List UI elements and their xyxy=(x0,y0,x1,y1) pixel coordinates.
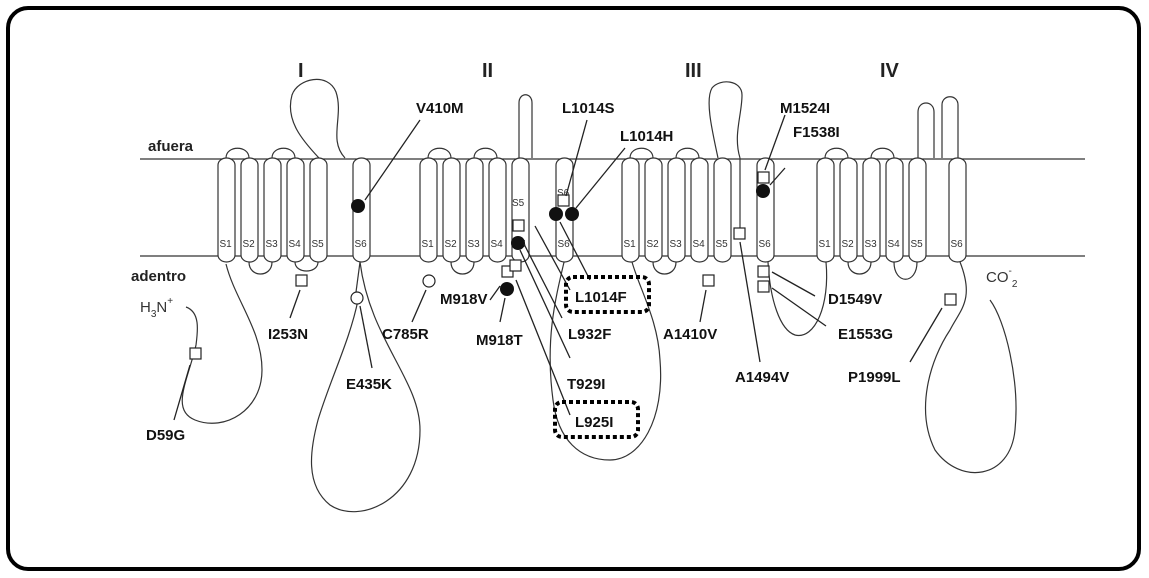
domain1-pore-loop xyxy=(290,79,345,158)
label-l925i: L925I xyxy=(575,414,613,431)
domain2-segment-s1-label: S1 xyxy=(422,239,435,250)
label-i253n: I253N xyxy=(268,326,308,343)
domain2-segment-s2-label: S2 xyxy=(445,239,458,250)
domain4-segment-s5-label: S5 xyxy=(911,239,924,250)
l1014s-site-square xyxy=(558,195,569,206)
m918t-site-dot xyxy=(500,282,514,296)
domain-label-1: I xyxy=(298,60,304,82)
domain2-segment-s4-label: S4 xyxy=(491,239,504,250)
n-terminus-label: H3N+ xyxy=(140,296,173,320)
v410m-site-dot xyxy=(351,199,365,213)
domain1-segment-s5-label: S5 xyxy=(312,239,325,250)
label-m918v: M918V xyxy=(440,291,488,308)
label-l932f: L932F xyxy=(568,326,611,343)
l1014f-site-dot xyxy=(549,207,563,221)
domain-label-3: III xyxy=(685,60,702,82)
svg-text:H3N+: H3N+ xyxy=(140,296,173,320)
di-dii-linker-start xyxy=(356,262,360,292)
label-d59g: D59G xyxy=(146,427,185,444)
e1553g-site-square xyxy=(758,281,769,292)
domain3-segment-s5-label: S5 xyxy=(716,239,729,250)
domain4-segment-s3-label: S3 xyxy=(865,239,878,250)
label-p1999l: P1999L xyxy=(848,369,901,386)
label-e1553g: E1553G xyxy=(838,326,893,343)
label-m918t: M918T xyxy=(476,332,523,349)
domain-label-2: II xyxy=(482,60,493,82)
domain1-segment-s4-label: S4 xyxy=(289,239,302,250)
domain-label-4: IV xyxy=(880,60,900,82)
c-terminal-loop xyxy=(926,262,1016,473)
domain4-segment-s4-label: S4 xyxy=(888,239,901,250)
label-a1410v: A1410V xyxy=(663,326,717,343)
segment-labels: S1 S2 S3 S4 S5 S6 S1 S2 S3 S4 S5 S6 S1 S2 S3 S4 S5 S6 S1 S2… xyxy=(220,239,964,250)
domain3-segment-s4-label: S4 xyxy=(693,239,706,250)
domain4-segment-s6-label: S6 xyxy=(951,239,964,250)
l932f-site-dot xyxy=(511,236,525,250)
label-v410m: V410M xyxy=(416,100,464,117)
e435k-site-ring xyxy=(351,292,363,304)
domain2-s5-extra-label: S5 xyxy=(512,198,525,209)
d1549v-site-square xyxy=(758,266,769,277)
label-l1014f: L1014F xyxy=(575,289,627,306)
m1524i-site-square xyxy=(758,172,769,183)
c785r-site-ring xyxy=(423,275,435,287)
label-l1014s: L1014S xyxy=(562,100,615,117)
domain4-pore-loop-a xyxy=(918,103,934,158)
domain4-segment-s2-label: S2 xyxy=(842,239,855,250)
label-f1538i: F1538I xyxy=(793,124,840,141)
label-d1549v: D1549V xyxy=(828,291,882,308)
i253n-site-square xyxy=(296,275,307,286)
label-m1524i: M1524I xyxy=(780,100,830,117)
c-terminus-label: CO-2 xyxy=(986,266,1018,290)
domain1-segment-s3-label: S3 xyxy=(266,239,279,250)
svg-text:CO-2: CO-2 xyxy=(986,266,1018,290)
domain3-segment-s1-label: S1 xyxy=(624,239,637,250)
domain3-pore-loop xyxy=(709,82,742,158)
diii-div-linker xyxy=(768,262,827,335)
domain1-segment-s6-label: S6 xyxy=(355,239,368,250)
label-c785r: C785R xyxy=(382,326,429,343)
domain2-pore-loop xyxy=(519,95,532,158)
domain1-segment-s1-label: S1 xyxy=(220,239,233,250)
label-l1014h: L1014H xyxy=(620,128,673,145)
p1999l-site-square xyxy=(945,294,956,305)
a1494v-site-square xyxy=(734,228,745,239)
f1538i-site-dot xyxy=(756,184,770,198)
domain2-segment-s6-label: S6 xyxy=(558,239,571,250)
domain4-pore-loop-b xyxy=(942,97,958,158)
domain3-segment-s6-label: S6 xyxy=(759,239,772,250)
label-t929i: T929I xyxy=(567,376,605,393)
inside-label: adentro xyxy=(131,268,186,285)
t929i-site-square xyxy=(513,220,524,231)
outside-label: afuera xyxy=(148,138,194,155)
label-a1494v: A1494V xyxy=(735,369,789,386)
domain4-segment-s1-label: S1 xyxy=(819,239,832,250)
a1410v-site-square xyxy=(703,275,714,286)
n-terminal-loop xyxy=(182,264,262,423)
domain1-segment-s2-label: S2 xyxy=(243,239,256,250)
transmembrane-segments xyxy=(218,158,966,262)
domain2-segment-s3-label: S3 xyxy=(468,239,481,250)
domain3-segment-s2-label: S2 xyxy=(647,239,660,250)
d59g-site-square xyxy=(190,348,201,359)
l1014h-site-dot xyxy=(565,207,579,221)
l925i-site-square xyxy=(510,260,521,271)
domain3-segment-s3-label: S3 xyxy=(670,239,683,250)
label-e435k: E435K xyxy=(346,376,392,393)
